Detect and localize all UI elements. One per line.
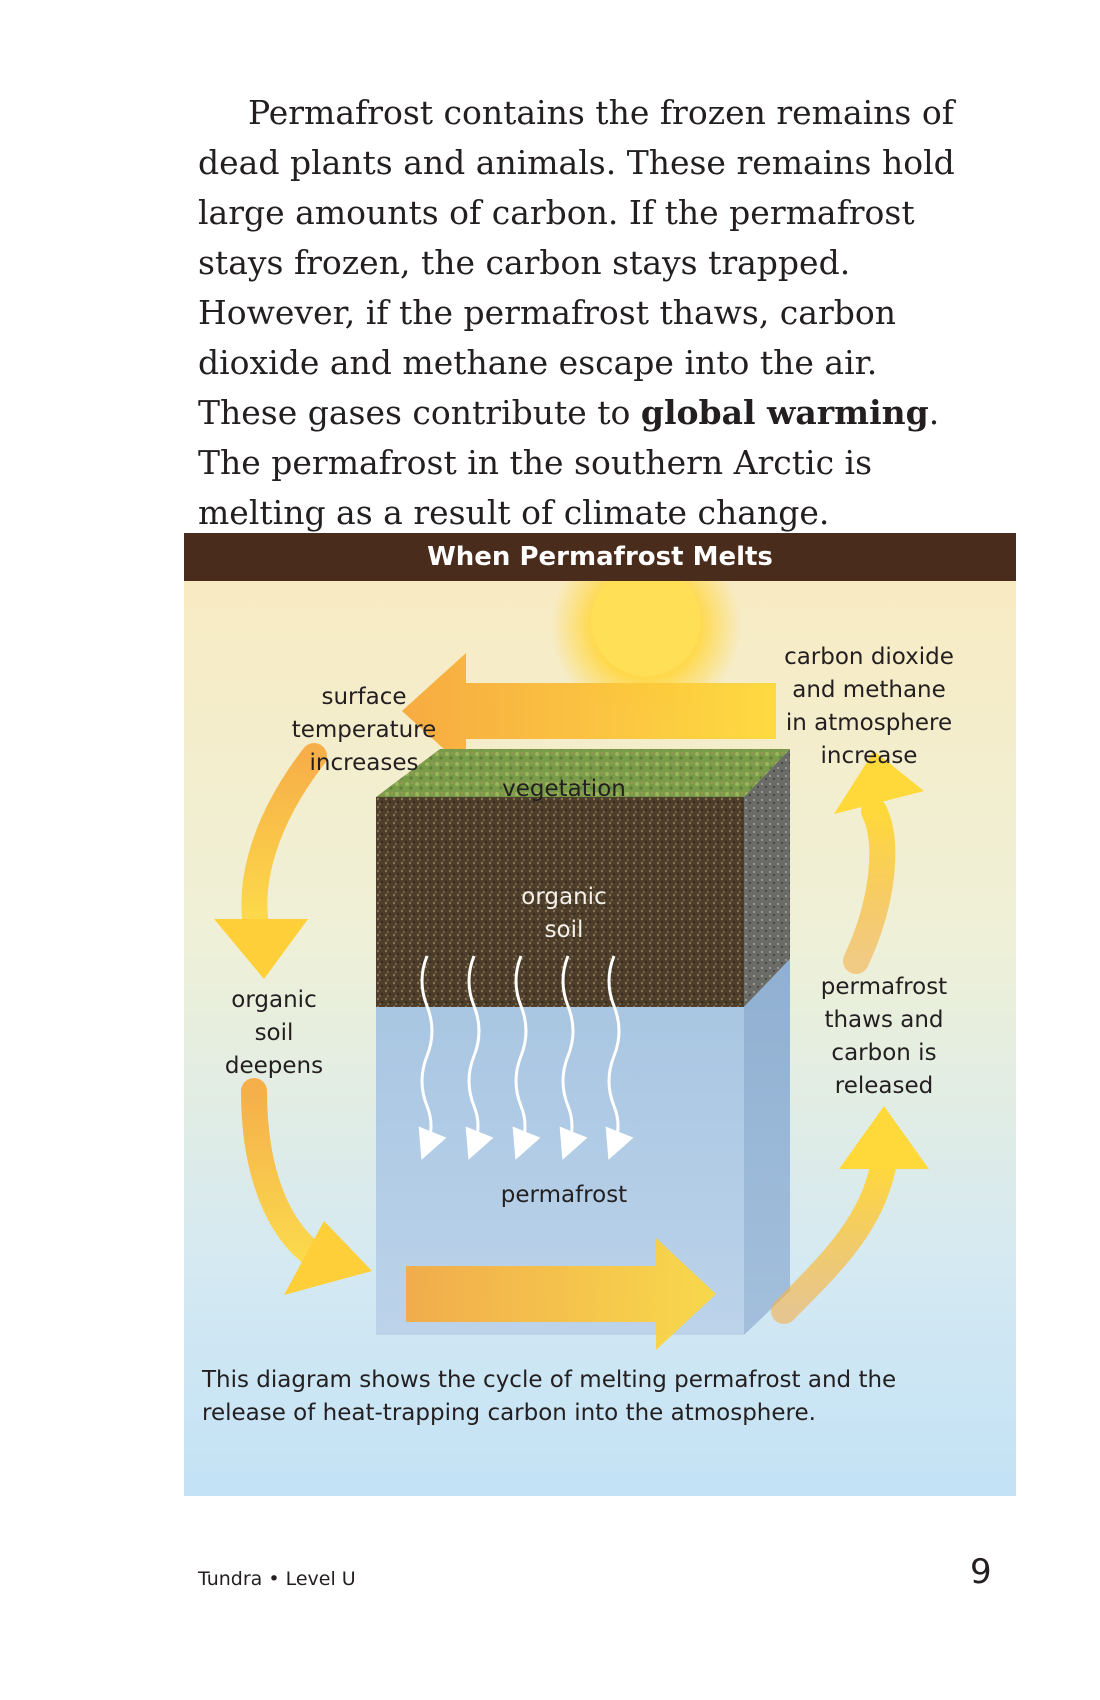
organic-soil-layer — [376, 797, 744, 1007]
sun-icon — [591, 581, 701, 676]
arrow-thaw-to-atmosphere — [843, 798, 896, 974]
diagram-caption: This diagram shows the cycle of melting … — [202, 1367, 897, 1426]
label-organic-soil: organic soil — [521, 884, 607, 943]
body-paragraph: Permafrost contains the frozen remains o… — [198, 88, 978, 538]
arrow-head-right-lower — [284, 1221, 372, 1295]
label-vegetation: vegetation — [502, 776, 626, 802]
body-text-start: Permafrost contains the frozen remains o… — [198, 93, 955, 432]
glossary-term: global warming — [640, 393, 929, 432]
page-number: 9 — [970, 1552, 992, 1592]
carbon-release-arrows — [418, 955, 634, 1160]
body-text-end: . The permafrost in the southern Arctic … — [198, 393, 940, 532]
diagram-illustration — [214, 581, 929, 1350]
permafrost-diagram: When Permafrost Melts — [184, 533, 1016, 1496]
label-soil-deepens: organic soil deepens — [224, 987, 324, 1079]
soil-side-face — [744, 749, 790, 1007]
arrow-atmosphere-to-surface — [402, 653, 776, 769]
label-atmosphere-increase: carbon dioxide and methane in atmosphere… — [784, 644, 954, 769]
label-permafrost-thaws: permafrost thaws and carbon is released — [820, 974, 948, 1099]
arrow-soil-to-bottom — [241, 1078, 337, 1274]
arrow-surface-to-soil — [241, 743, 327, 939]
permafrost-side-face — [744, 959, 790, 1335]
diagram-body: surface temperature increases carbon dio… — [184, 581, 1016, 1496]
diagram-title: When Permafrost Melts — [184, 533, 1016, 581]
arrow-bottom-to-thaw — [771, 1148, 897, 1324]
vegetation-layer — [376, 749, 790, 797]
footer-book-title: Tundra • Level U — [198, 1568, 356, 1590]
arrow-bottom-right — [406, 1238, 716, 1350]
arrow-head-up-upper — [834, 751, 924, 814]
label-surface-temperature: surface temperature increases — [291, 684, 437, 776]
arrow-head-up-lower — [839, 1106, 929, 1169]
label-permafrost: permafrost — [500, 1182, 628, 1208]
arrow-head-down — [214, 919, 308, 979]
